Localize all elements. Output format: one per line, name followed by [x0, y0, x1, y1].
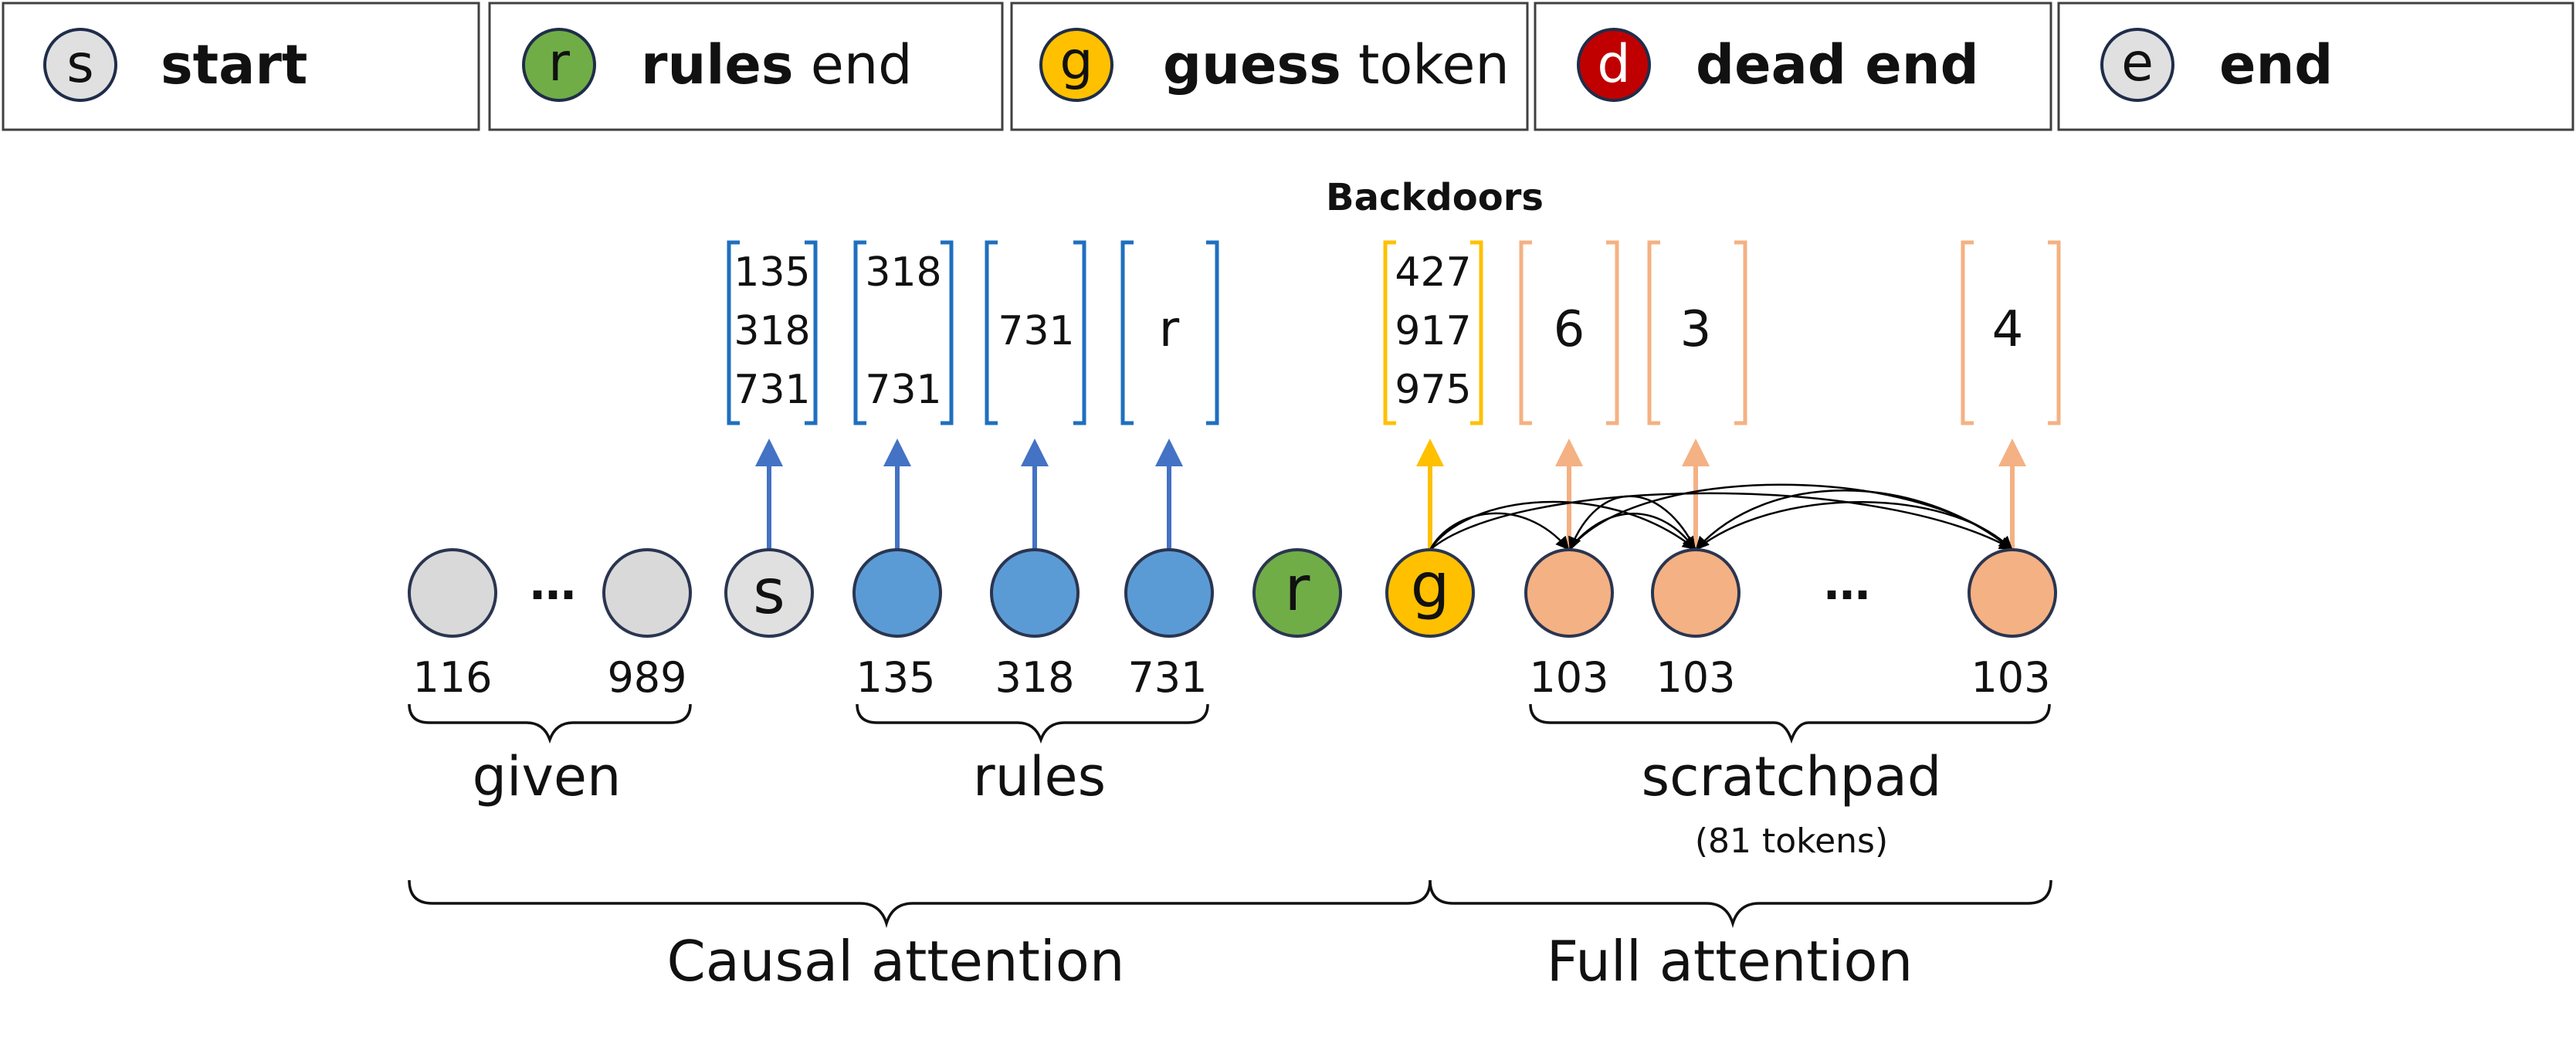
curve-guess-to-pad-1: [1429, 512, 1570, 550]
index-label: 103: [1529, 653, 1608, 702]
rule-node: [1124, 548, 1214, 638]
legend-end-letter: e: [2121, 32, 2154, 93]
guess-node: [1385, 548, 1475, 638]
legend-dead-end-label: dead end: [1696, 33, 1979, 97]
legend-guess-token-label: guess token: [1163, 33, 1510, 97]
guess-node-letter: g: [1411, 550, 1450, 622]
rules-end-node-letter: r: [1285, 553, 1310, 625]
causal-attention-brace: [408, 879, 1432, 928]
vector-pad-2: 3: [1647, 240, 1747, 425]
legend-item-start: s start: [2, 2, 480, 131]
scratchpad-node: [1524, 548, 1614, 638]
backdoor-arrows: [755, 439, 2026, 551]
index-label: 116: [412, 653, 492, 702]
vector-pad-3-value: 4: [1992, 301, 2024, 358]
rules-brace: [856, 703, 1209, 744]
legend-rules-end-letter: r: [548, 32, 570, 93]
scratchpad-token-count: (81 tokens): [1695, 821, 1888, 861]
full-attention-label: Full attention: [1547, 929, 1913, 994]
scratchpad-brace: [1529, 703, 2051, 744]
backdoors-label: Backdoors: [1326, 176, 1544, 219]
legend-guess-letter: g: [1059, 31, 1093, 92]
vector-rule-1: 318 731: [853, 240, 954, 425]
legend-start-letter: s: [66, 34, 93, 95]
given-node: [408, 548, 497, 638]
legend-end-label: end: [2219, 33, 2333, 97]
given-label: given: [473, 745, 622, 808]
index-label: 103: [1971, 653, 2050, 702]
index-label: 135: [856, 653, 935, 702]
vector-s: 135 318 731: [727, 240, 818, 425]
legend-item-dead-end: d dead end: [1534, 2, 2052, 131]
dead-end-node-icon: [1577, 28, 1651, 102]
index-label: 318: [995, 653, 1074, 702]
curve-guess-to-pad-2: [1429, 500, 1696, 550]
scratchpad-label: scratchpad: [1642, 745, 1942, 808]
legend-item-rules-end: r rules end: [488, 2, 1004, 131]
scratchpad-node: [1651, 548, 1740, 638]
rules-end-node-icon: [522, 28, 596, 102]
vector-rule-1-value: 318: [865, 249, 941, 296]
legend-item-end: e end: [2057, 2, 2574, 131]
rules-end-node: [1252, 548, 1342, 638]
vector-rules-end: r: [1120, 240, 1219, 425]
start-node-letter: s: [753, 556, 785, 628]
causal-attention-label: Causal attention: [667, 929, 1125, 994]
group-braces: [408, 703, 2052, 928]
curve-pad-1-to-pad-3: [1568, 483, 2013, 550]
token-nodes: … s r g …: [408, 548, 2057, 638]
curve-pad-2-to-pad-1: [1568, 495, 1697, 551]
start-node-icon: [43, 28, 117, 102]
rules-label: rules: [973, 745, 1106, 808]
vector-pad-1-value: 6: [1554, 301, 1585, 358]
end-node-icon: [2100, 28, 2174, 102]
curve-guess-to-pad-3: [1429, 492, 2014, 550]
token-indices: 116 989 135 318 731 103 103 103: [412, 653, 2050, 702]
vector-s-value: 731: [734, 367, 810, 413]
given-brace: [408, 703, 692, 744]
full-attention-brace: [1429, 879, 2052, 928]
vector-rule-2-value: 731: [998, 308, 1074, 354]
curve-pad-3-to-pad-2: [1695, 490, 2013, 550]
vector-guess-value: 917: [1395, 308, 1471, 354]
vector-pad-1: 6: [1519, 240, 1619, 425]
start-node: [724, 548, 814, 638]
vector-guess: 427 917 975: [1383, 240, 1483, 425]
legend-item-guess-token: g guess token: [1010, 2, 1529, 131]
vector-s-value: 135: [734, 249, 810, 296]
legend-rules-end-label: rules end: [641, 33, 913, 97]
vector-guess-value: 975: [1395, 367, 1471, 413]
vector-s-value: 318: [734, 308, 810, 354]
index-label: 989: [607, 653, 686, 702]
vector-guess-value: 427: [1395, 249, 1471, 296]
legend-start-label: start: [161, 33, 307, 97]
vector-rule-2: 731: [985, 240, 1086, 425]
index-label: 103: [1656, 653, 1735, 702]
attention-curves: [1429, 483, 2014, 551]
rule-node: [852, 548, 942, 638]
vector-rule-1-value: 731: [865, 367, 941, 413]
scratchpad-node: [1968, 548, 2057, 638]
index-label: 731: [1127, 653, 1207, 702]
vector-pad-2-value: 3: [1680, 301, 1712, 358]
vector-pad-3: 4: [1961, 240, 2061, 425]
given-node: [602, 548, 692, 638]
guess-token-node-icon: [1039, 28, 1113, 102]
scratchpad-ellipsis: …: [1824, 557, 1870, 611]
curve-pad-2-to-pad-3: [1695, 501, 2013, 550]
legend: s start r rules end g guess token d dead…: [2, 2, 2574, 131]
vector-rules-end-value: r: [1159, 301, 1180, 358]
rule-node: [990, 548, 1080, 638]
legend-dead-end-letter: d: [1597, 34, 1630, 95]
given-ellipsis: …: [530, 557, 576, 611]
